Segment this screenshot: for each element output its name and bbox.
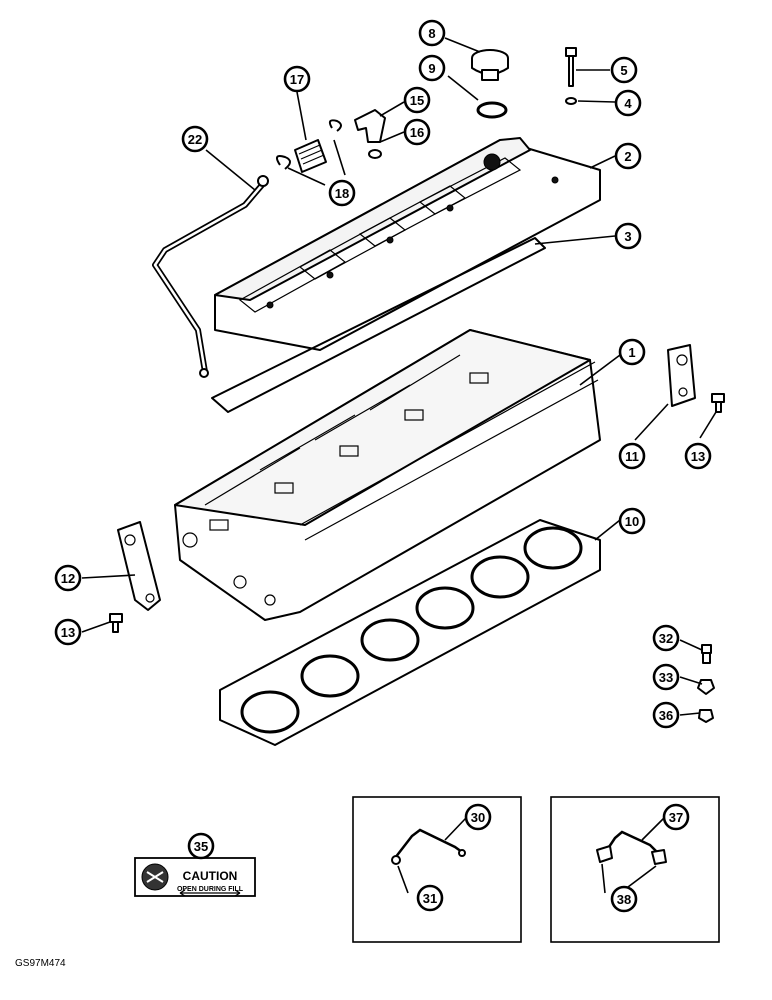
callout-37: 37 xyxy=(662,803,690,831)
leader-lines xyxy=(81,37,717,894)
inset-box-left xyxy=(352,796,522,943)
figure-code: GS97M474 xyxy=(15,958,66,969)
svg-text:30: 30 xyxy=(471,810,485,825)
svg-text:11: 11 xyxy=(625,449,639,464)
breather-tube xyxy=(152,175,269,378)
svg-text:17: 17 xyxy=(290,72,304,87)
svg-text:12: 12 xyxy=(61,571,75,586)
oil-filler-cap xyxy=(471,49,509,81)
svg-text:1: 1 xyxy=(628,345,635,360)
cylinder-head xyxy=(174,329,601,621)
callout-18: 18 xyxy=(328,179,356,207)
bracket-bolt-front xyxy=(109,613,123,633)
svg-text:4: 4 xyxy=(624,96,632,111)
callout-4: 4 xyxy=(614,89,642,117)
valve-cover-gasket xyxy=(211,237,546,413)
svg-text:8: 8 xyxy=(428,26,435,41)
callout-22: 22 xyxy=(181,125,209,153)
callout-8: 8 xyxy=(418,19,446,47)
callout-12: 12 xyxy=(54,564,82,592)
callout-35: 35 xyxy=(187,832,215,860)
callout-31: 31 xyxy=(416,884,444,912)
svg-text:32: 32 xyxy=(659,631,673,646)
callout-13-front: 13 xyxy=(54,618,82,646)
svg-text:5: 5 xyxy=(620,63,627,78)
svg-text:36: 36 xyxy=(659,708,673,723)
callout-33: 33 xyxy=(652,663,680,691)
fitting-36 xyxy=(698,709,714,723)
callout-16: 16 xyxy=(403,118,431,146)
svg-text:18: 18 xyxy=(335,186,349,201)
svg-text:2: 2 xyxy=(624,149,631,164)
decal-subtitle: OPEN DURING FILL xyxy=(177,886,244,893)
lifting-bracket-rear xyxy=(667,344,696,407)
callout-10: 10 xyxy=(618,507,646,535)
svg-text:35: 35 xyxy=(194,839,208,854)
caution-decal: CAUTION OPEN DURING FILL xyxy=(134,857,256,897)
callout-30: 30 xyxy=(464,803,492,831)
fitting-32 xyxy=(701,644,712,664)
decal-title: CAUTION xyxy=(183,869,238,883)
svg-text:3: 3 xyxy=(624,229,631,244)
breather-elbow xyxy=(354,109,386,143)
svg-text:9: 9 xyxy=(428,61,435,76)
callout-15: 15 xyxy=(403,86,431,114)
elbow-o-ring xyxy=(368,149,382,159)
cover-bolt xyxy=(565,47,577,87)
hose-clamps xyxy=(275,119,342,170)
callout-32: 32 xyxy=(652,624,680,652)
svg-text:16: 16 xyxy=(410,125,424,140)
callout-11: 11 xyxy=(618,442,646,470)
svg-text:31: 31 xyxy=(423,891,437,906)
bracket-bolt-rear xyxy=(711,393,725,413)
svg-text:22: 22 xyxy=(188,132,202,147)
callout-13-rear: 13 xyxy=(684,442,712,470)
callout-38: 38 xyxy=(610,885,638,913)
callout-3: 3 xyxy=(614,222,642,250)
cylinder-head-gasket xyxy=(219,519,601,746)
callout-17: 17 xyxy=(283,65,311,93)
svg-text:10: 10 xyxy=(625,514,639,529)
callout-9: 9 xyxy=(418,54,446,82)
bolt-washer xyxy=(565,97,577,105)
svg-text:33: 33 xyxy=(659,670,673,685)
callout-1: 1 xyxy=(618,338,646,366)
inset-box-right xyxy=(550,796,720,943)
fitting-33 xyxy=(697,679,715,695)
svg-text:38: 38 xyxy=(617,892,631,907)
lifting-bracket-front xyxy=(117,521,161,611)
callout-2: 2 xyxy=(614,142,642,170)
filler-cap-seal xyxy=(476,101,508,119)
svg-text:13: 13 xyxy=(61,625,75,640)
svg-text:15: 15 xyxy=(410,93,424,108)
svg-text:37: 37 xyxy=(669,810,683,825)
breather-hose xyxy=(294,139,327,173)
svg-text:13: 13 xyxy=(691,449,705,464)
callout-36: 36 xyxy=(652,701,680,729)
callout-5: 5 xyxy=(610,56,638,84)
valve-cover xyxy=(214,137,601,351)
